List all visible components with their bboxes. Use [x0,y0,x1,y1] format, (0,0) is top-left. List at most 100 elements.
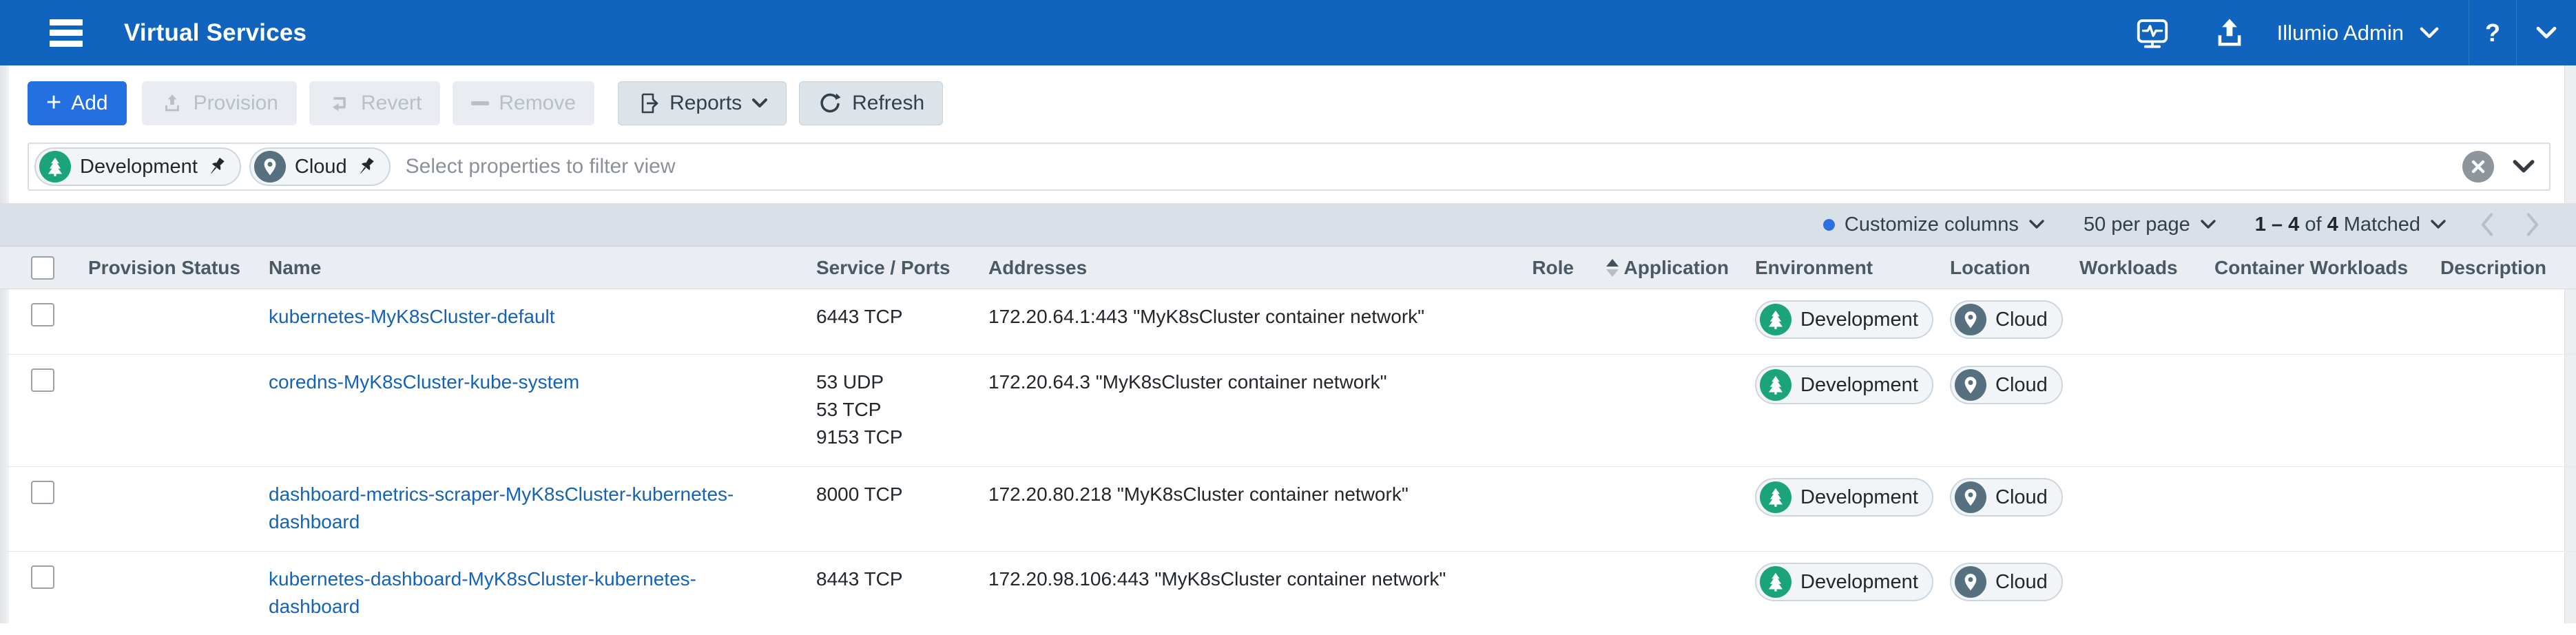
container-workloads-cell [2187,355,2407,384]
pushpin-icon[interactable] [357,157,375,176]
column-header-workloads[interactable]: Workloads [2079,256,2178,278]
addresses-cell: 172.20.98.106:443 "MyK8sCluster containe… [988,568,1446,590]
column-header-name[interactable]: Name [269,256,322,278]
container-workloads-cell [2187,467,2407,496]
reports-button[interactable]: Reports [618,81,787,125]
addresses-cell: 172.20.64.3 "MyK8sCluster container netw… [988,371,1387,393]
virtual-service-name-link[interactable]: kubernetes-dashboard-MyK8sCluster-kubern… [269,568,696,617]
column-header-addresses[interactable]: Addresses [988,256,1088,278]
tree-icon [1769,310,1783,329]
clear-filters-button[interactable] [2462,151,2494,183]
addresses-cell: 172.20.64.1:443 "MyK8sCluster container … [988,306,1425,327]
column-header-application[interactable]: Application [1574,257,1729,279]
filter-pill-list: Development Cloud [34,147,391,186]
topbar-actions: Illumio Admin ? [2134,0,2576,65]
menu-hamburger-icon[interactable] [50,19,83,47]
revert-button[interactable]: Revert [309,81,441,125]
matched-range-dropdown[interactable]: 1 – 4 of 4 Matched [2255,214,2447,236]
location-cell: Cloud [1939,355,2063,419]
table-controls-row: Customize columns 50 per page 1 – 4 of 4… [0,203,2576,247]
matched-of: of [2305,213,2322,236]
refresh-button-label: Refresh [852,92,925,114]
provision-status-cell [76,552,269,581]
column-header-environment[interactable]: Environment [1755,256,1873,278]
close-icon [2471,160,2485,174]
per-page-dropdown[interactable]: 50 per page [2084,214,2216,236]
provision-button[interactable]: Provision [141,81,297,125]
service-ports-cell: 8000 TCP [816,467,988,523]
location-label-pill[interactable]: Cloud [1950,478,2063,517]
filter-input-placeholder[interactable]: Select properties to filter view [405,155,676,178]
column-header-service-ports[interactable]: Service / Ports [816,256,951,278]
column-header-description[interactable]: Description [2440,256,2547,278]
row-checkbox[interactable] [31,565,54,589]
container-workloads-cell [2187,289,2407,318]
row-checkbox[interactable] [31,303,54,326]
add-button[interactable]: + Add [28,81,127,125]
workloads-cell [2063,355,2187,384]
topbar-chevron-down-icon[interactable] [2528,14,2565,52]
chevron-down-icon [2419,26,2440,40]
matched-label: Matched [2343,213,2420,236]
row-checkbox[interactable] [31,368,54,392]
location-label-pill[interactable]: Cloud [1950,300,2063,339]
column-header-role[interactable]: Role [1532,256,1574,278]
application-cell [1574,355,1729,384]
column-header-location[interactable]: Location [1950,256,2030,278]
next-page-button[interactable] [2525,213,2540,236]
workloads-cell [2063,289,2187,318]
addresses-cell: 172.20.80.218 "MyK8sCluster container ne… [988,483,1409,505]
virtual-service-name-link[interactable]: dashboard-metrics-scraper-MyK8sCluster-k… [269,483,734,532]
select-all-checkbox[interactable] [31,256,54,280]
environment-icon [39,151,71,183]
pushpin-icon [360,157,374,174]
location-cell: Cloud [1939,289,2063,354]
application-cell [1574,552,1729,581]
pushpin-icon[interactable] [208,157,226,176]
remove-button[interactable]: Remove [453,81,595,125]
location-label-text: Cloud [1995,571,2048,593]
role-cell [1491,289,1574,318]
user-menu[interactable]: Illumio Admin [2248,0,2469,65]
environment-cell: Development [1729,467,1939,532]
pushpin-icon [211,157,225,174]
environment-label-pill[interactable]: Development [34,147,241,186]
environment-label-text: Development [80,155,198,178]
filter-dropdown-chevron-icon[interactable] [2512,158,2535,175]
table-row: kubernetes-dashboard-MyK8sCluster-kubern… [0,552,2576,635]
toolbar: + Add Provision Revert Remove [28,81,944,125]
filter-bar[interactable]: Development Cloud Select properties to fi… [28,143,2551,191]
topbar-divider [2516,0,2517,65]
environment-label-text: Development [1800,571,1918,593]
location-label-pill[interactable]: Cloud [249,147,391,186]
provision-upload-icon[interactable] [2211,14,2248,52]
health-monitor-icon[interactable] [2134,14,2171,52]
location-pin-icon [1964,377,1977,394]
page-title: Virtual Services [124,19,307,46]
location-icon [1955,481,1986,513]
location-label-pill[interactable]: Cloud [1950,366,2063,404]
environment-label-pill[interactable]: Development [1755,300,1933,339]
help-button[interactable]: ? [2485,18,2500,47]
row-checkbox[interactable] [31,481,54,504]
environment-label-pill[interactable]: Development [1755,478,1933,517]
environment-label-pill[interactable]: Development [1755,366,1933,404]
column-header-provision-status[interactable]: Provision Status [88,256,240,278]
filter-bar-actions [2462,151,2535,183]
previous-page-button[interactable] [2480,213,2495,236]
customize-columns-dropdown[interactable]: Customize columns [1822,214,2045,236]
add-button-label: Add [71,92,108,114]
refresh-button[interactable]: Refresh [799,81,944,125]
column-header-container-workloads[interactable]: Container Workloads [2214,256,2409,278]
location-label-pill[interactable]: Cloud [1950,563,2063,601]
environment-icon [1760,369,1791,401]
location-pin-icon [1964,311,1977,329]
location-icon [1955,304,1986,335]
role-cell [1491,552,1574,581]
environment-label-pill[interactable]: Development [1755,563,1933,601]
location-label-text: Cloud [1995,374,2048,396]
bottom-whitespace [0,623,2576,635]
virtual-service-name-link[interactable]: kubernetes-MyK8sCluster-default [269,306,555,327]
virtual-service-name-link[interactable]: coredns-MyK8sCluster-kube-system [269,371,580,393]
location-label-text: Cloud [1995,309,2048,331]
